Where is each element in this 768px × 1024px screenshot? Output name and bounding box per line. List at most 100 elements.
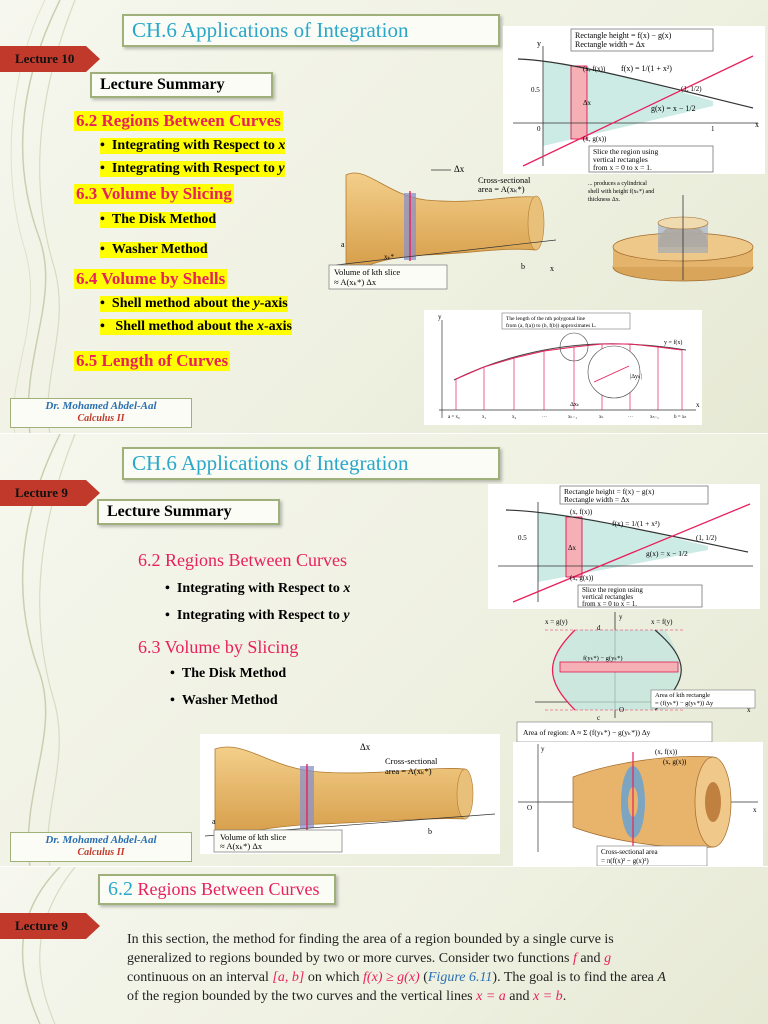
arc-y: y <box>438 313 442 321</box>
delta-x-label: Δx <box>583 99 592 107</box>
course-name: Calculus II <box>77 413 125 424</box>
slice-b: b <box>521 262 525 271</box>
f-label: f(x) = 1/(1 + x²) <box>612 519 660 528</box>
arc-tick: xₖ <box>599 415 604 420</box>
origin-label: 0 <box>537 125 541 133</box>
caption-line2: vertical rectangles <box>593 155 648 164</box>
slide-lecture-10: CH.6 Applications of Integration Lecture… <box>0 0 768 434</box>
arc-caption2: from (a, f(a)) to (b, f(b)) approximates… <box>506 322 597 329</box>
caption-line3: from x = 0 to x = 1. <box>593 163 652 172</box>
slide-title: CH.6 Applications of Integration <box>122 447 500 480</box>
figure-washer: y x O (x, f(x)) (x, g(x)) Cross-sectiona… <box>513 742 763 867</box>
slice-a: a <box>212 817 216 826</box>
bullet-washer: • Washer Method <box>100 242 208 258</box>
bullet-shell-y: • Shell method about the y-axis <box>100 296 288 312</box>
y-axis-label: y <box>537 39 541 48</box>
g-label: g(x) = x − 1/2 <box>646 549 688 558</box>
figure-region-horizontal-rectangles: y x O x = g(y) x = f(y) d c f(yₖ*) − g(y… <box>516 612 756 743</box>
heading-6-4: 6.4 Volume by Shells <box>74 269 228 289</box>
author-box: Dr. Mohamed Abdel-Aal Calculus II <box>10 832 192 862</box>
heading-6-3: 6.3 Volume by Slicing <box>138 637 299 657</box>
author-name: Dr. Mohamed Abdel-Aal <box>45 834 157 846</box>
heading-6-2: 6.2 Regions Between Curves <box>74 111 283 131</box>
w-origin: O <box>527 804 532 812</box>
figure-volume-slicing: Δx Cross-sectional area = A(xₖ*) a b Vol… <box>200 734 500 854</box>
slice-dx: Δx <box>454 164 465 174</box>
figure-arc-length: The length of the nth polygonal line fro… <box>424 310 702 425</box>
arc-tick: xₖ₋₁ <box>568 415 577 420</box>
w-bot: (x, g(x)) <box>663 758 687 766</box>
shell-caption2: shell with height f(xₖ*) and <box>588 188 654 195</box>
ry-xg: x = g(y) <box>545 618 568 626</box>
tick-0-5: 0.5 <box>531 86 540 94</box>
rect-height-label: Rectangle height = f(x) − g(x) <box>575 31 672 40</box>
lecture-tab: Lecture 10 <box>0 46 100 72</box>
decorative-vines <box>21 867 76 1024</box>
arc-tick: x₂ <box>512 415 517 420</box>
ry-y: y <box>619 613 623 621</box>
ry-formula: Area of region: A ≈ Σ (f(yₖ*) − g(yₖ*)) … <box>523 728 651 737</box>
lecture-summary-label: Lecture Summary <box>97 499 280 525</box>
course-name: Calculus II <box>77 847 125 858</box>
tick-1: 1 <box>711 125 715 133</box>
w-x: x <box>753 806 757 814</box>
title-number: 6.2 <box>108 878 133 900</box>
intersection-label: (1, 1/2) <box>696 534 717 542</box>
author-name: Dr. Mohamed Abdel-Aal <box>45 400 157 412</box>
ry-c: c <box>597 714 600 722</box>
title-text: Regions Between Curves <box>133 879 320 899</box>
w-cap1: Cross-sectional area <box>601 848 658 856</box>
g-label: g(x) = x − 1/2 <box>651 104 696 113</box>
delta-x-label: Δx <box>568 544 577 552</box>
cross-section-label2: area = A(xₖ*) <box>385 766 432 776</box>
caption-line3: from x = 0 to x = 1. <box>582 600 637 608</box>
point-bottom-label: (x, g(x)) <box>570 574 594 582</box>
shell-caption3: thickness Δx. <box>588 197 621 203</box>
intersection-label: (1, 1/2) <box>681 85 702 93</box>
heading-6-2: 6.2 Regions Between Curves <box>138 550 347 570</box>
ry-area1: Area of kth rectangle <box>655 692 710 699</box>
rect-height-label: Rectangle height = f(x) − g(x) <box>564 487 655 496</box>
tick-0-5: 0.5 <box>518 534 527 542</box>
arc-tick: x₁ <box>482 415 487 420</box>
bullet-disk: • The Disk Method <box>170 666 287 681</box>
cross-section-label2: area = A(xₖ*) <box>478 184 525 194</box>
intro-paragraph: In this section, the method for finding … <box>127 932 666 1004</box>
ry-xf: x = f(y) <box>651 618 673 626</box>
point-top-label: (x, f(x)) <box>570 508 593 516</box>
caption-line2: vertical rectangles <box>582 593 633 601</box>
slice-volume1: Volume of kth slice <box>220 832 286 842</box>
ry-area2: = (f(yₖ*) − g(yₖ*)) Δy <box>655 700 714 707</box>
ry-mid: f(yₖ*) − g(yₖ*) <box>583 655 623 662</box>
cross-section-label1: Cross-sectional <box>478 175 531 185</box>
heading-6-5: 6.5 Length of Curves <box>74 351 231 371</box>
point-bottom-label: (x, g(x)) <box>583 135 607 143</box>
slice-x: x <box>550 264 554 273</box>
slice-volume1: Volume of kth slice <box>334 267 400 277</box>
bullet-shell-x: • Shell method about the x-axis <box>100 319 292 335</box>
point-top-label: (x, f(x)) <box>583 65 606 73</box>
slide-title: 6.2 Regions Between Curves <box>98 874 336 905</box>
lecture-summary-label: Lecture Summary <box>90 72 273 98</box>
ry-origin: O <box>619 706 624 714</box>
arc-tick: b = xₙ <box>674 415 686 420</box>
arc-tick: ⋯ <box>628 415 633 420</box>
slice-volume2: ≈ A(xₖ*) Δx <box>334 277 377 287</box>
slice-xk: xₖ* <box>384 253 394 261</box>
arc-tick: ⋯ <box>542 415 547 420</box>
slice-dx: Δx <box>360 742 371 752</box>
decorative-vines <box>21 434 76 867</box>
figure-region-vertical-rectangles: Rectangle height = f(x) − g(x) Rectangle… <box>488 484 760 609</box>
slice-b: b <box>428 827 432 836</box>
caption-line1: Slice the region using <box>593 147 658 156</box>
bullet-wrt-x: • Integrating with Respect to x <box>165 581 351 596</box>
figure-volume-slicing: Δx Cross-sectional area = A(xₖ*) a b x x… <box>328 164 557 290</box>
slide-title: CH.6 Applications of Integration <box>122 14 500 47</box>
caption-line1: Slice the region using <box>582 586 643 594</box>
slide-regions-between-curves: 6.2 Regions Between Curves Lecture 9 In … <box>0 867 768 1024</box>
bullet-wrt-y: • Integrating with Respect to y <box>165 608 350 623</box>
slice-a: a <box>341 240 345 249</box>
arc-tick: xₙ₋₁ <box>650 415 659 420</box>
figure-cylindrical-shell: ... produces a cylindrical shell with he… <box>588 181 754 282</box>
bullet-washer: • Washer Method <box>170 693 278 708</box>
